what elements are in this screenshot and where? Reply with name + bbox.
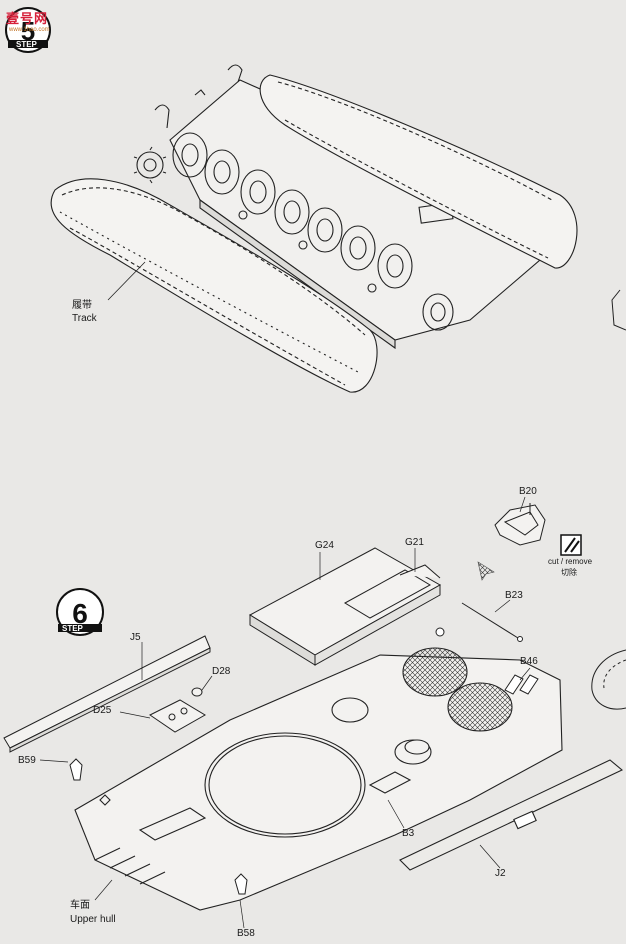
part-d28-d25 — [149, 687, 206, 733]
track-label-en: Track — [72, 313, 97, 324]
upper-hull-label-cn: 车面 — [70, 900, 90, 911]
label-d28: D28 — [212, 666, 231, 677]
far-track — [259, 74, 578, 269]
label-b59: B59 — [18, 755, 36, 766]
hatch-arrow — [477, 561, 495, 581]
label-cut-remove: cut / remove — [548, 557, 593, 566]
step6-badge: 6 — [56, 588, 104, 636]
watermark-logo: 壹号网 — [6, 11, 49, 26]
drive-sprocket — [133, 146, 167, 184]
step5-label: STEP — [16, 40, 37, 49]
label-b3: B3 — [402, 828, 415, 839]
upper-hull-label-en: Upper hull — [70, 914, 116, 925]
part-g24-g21 — [248, 547, 442, 666]
watermark-url: www.1hao.com — [9, 27, 50, 33]
small-parts — [69, 627, 539, 895]
near-track — [50, 178, 378, 393]
upper-hull — [74, 647, 624, 911]
label-g21: G21 — [405, 537, 424, 548]
label-j2: J2 — [495, 868, 506, 879]
leader-lines — [39, 496, 531, 929]
cut-icon — [560, 534, 582, 556]
step5-badge: 5 — [5, 7, 51, 53]
svg-text:6: 6 — [72, 598, 88, 629]
part-b23 — [461, 602, 523, 642]
label-b58: B58 — [237, 928, 255, 939]
label-cut-cn: 切除 — [561, 568, 577, 577]
step6-label: STEP — [62, 624, 83, 633]
edge-track-right — [591, 649, 626, 710]
road-wheels — [172, 132, 454, 331]
label-b46: B46 — [520, 656, 538, 667]
label-j5: J5 — [130, 632, 141, 643]
svg-text:5: 5 — [21, 16, 35, 46]
label-g24: G24 — [315, 540, 334, 551]
label-b20: B20 — [519, 486, 537, 497]
lower-hull-assembly — [50, 64, 578, 393]
label-d25: D25 — [93, 705, 112, 716]
track-label-cn: 履带 — [72, 300, 92, 311]
label-b23: B23 — [505, 590, 523, 601]
part-j5 — [3, 635, 211, 753]
part-b20 — [494, 503, 546, 546]
edge-detail-right — [611, 289, 626, 331]
